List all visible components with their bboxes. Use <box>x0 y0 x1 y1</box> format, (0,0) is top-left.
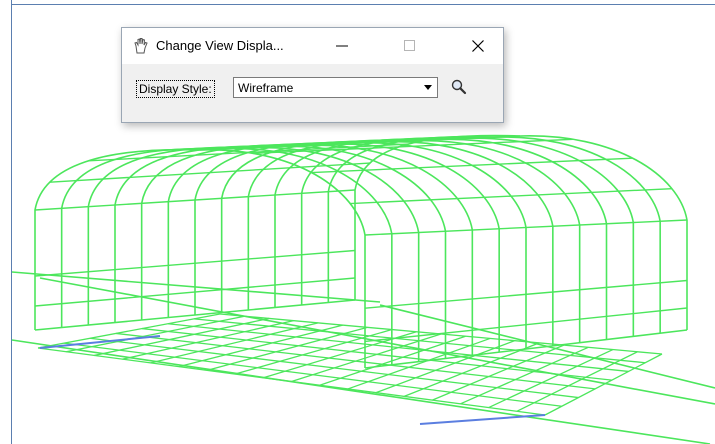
floor-grid-line <box>403 342 540 397</box>
floor-edge-highlight <box>39 335 161 349</box>
floor-grid-line <box>167 323 629 373</box>
floor-grid-line <box>206 326 368 371</box>
chevron-down-icon[interactable] <box>424 85 432 90</box>
floor-grid-line <box>150 322 319 364</box>
tunnel-arch <box>60 147 393 365</box>
close-button[interactable] <box>456 28 500 64</box>
change-view-display-dialog: Change View Displa... Display Style: Wir… <box>121 27 504 123</box>
search-button[interactable] <box>447 75 471 99</box>
hand-icon <box>132 37 150 55</box>
floor-grid-line <box>193 318 646 364</box>
floor-grid-line <box>516 351 638 412</box>
wall-rail-line <box>34 277 356 307</box>
display-style-label: Display Style: <box>136 80 215 98</box>
floor-grid-line <box>94 317 270 357</box>
floor-grid-line <box>432 344 565 401</box>
close-icon <box>472 40 484 52</box>
floor-grid-line <box>37 313 221 349</box>
floor-grid-line <box>37 347 546 416</box>
floor-grid-line <box>115 332 596 390</box>
dialog-titlebar[interactable]: Change View Displa... <box>122 28 503 64</box>
floor-grid-line <box>488 348 614 409</box>
tunnel-long-line <box>199 135 521 151</box>
floor-grid-line <box>375 340 515 394</box>
floor-grid-line <box>89 337 579 399</box>
tunnel-long-line <box>88 143 409 162</box>
floor-grid-line <box>347 337 491 390</box>
wall-rail-line <box>364 279 688 309</box>
floor-grid-line <box>460 346 589 405</box>
floor-grid-line <box>291 333 442 383</box>
minimize-icon <box>336 45 348 47</box>
tunnel-arch <box>220 140 554 346</box>
tunnel-arch <box>300 137 635 337</box>
floor-grid-line <box>122 320 294 360</box>
view-border-left <box>11 0 12 444</box>
display-style-value: Wireframe <box>238 81 294 95</box>
floor-grid-line <box>544 353 663 416</box>
floor-grid-line <box>66 315 245 353</box>
display-style-select[interactable]: Wireframe <box>233 77 438 98</box>
magnifier-icon <box>451 79 467 95</box>
tunnel-long-line <box>364 219 688 236</box>
floor-edge-highlight <box>419 414 546 425</box>
tunnel-arch <box>274 138 608 340</box>
tunnel-base-line <box>364 329 688 369</box>
maximize-icon <box>404 40 415 51</box>
floor-grid-line <box>63 342 562 407</box>
floor-grid-line <box>141 327 612 381</box>
tunnel-long-line <box>350 187 672 205</box>
ground-line <box>11 271 381 303</box>
wall-rail-line <box>364 307 688 343</box>
view-border-top <box>11 4 715 5</box>
ground-line <box>39 277 715 405</box>
minimize-button[interactable] <box>320 28 364 64</box>
tunnel-long-line <box>147 135 468 152</box>
dialog-title: Change View Displa... <box>156 38 284 53</box>
tunnel-long-line <box>311 157 633 174</box>
tunnel-arch <box>140 144 474 356</box>
floor-grid-line <box>178 324 343 368</box>
tunnel-long-line <box>34 189 356 211</box>
tunnel-arch <box>247 139 581 343</box>
wall-rail-line <box>34 249 356 277</box>
floor-grid-line <box>263 331 417 379</box>
maximize-button[interactable] <box>388 28 432 64</box>
ground-line <box>11 339 711 444</box>
tunnel-base-line <box>34 299 356 331</box>
tunnel-long-line <box>49 162 370 183</box>
tunnel-long-line <box>252 138 574 155</box>
